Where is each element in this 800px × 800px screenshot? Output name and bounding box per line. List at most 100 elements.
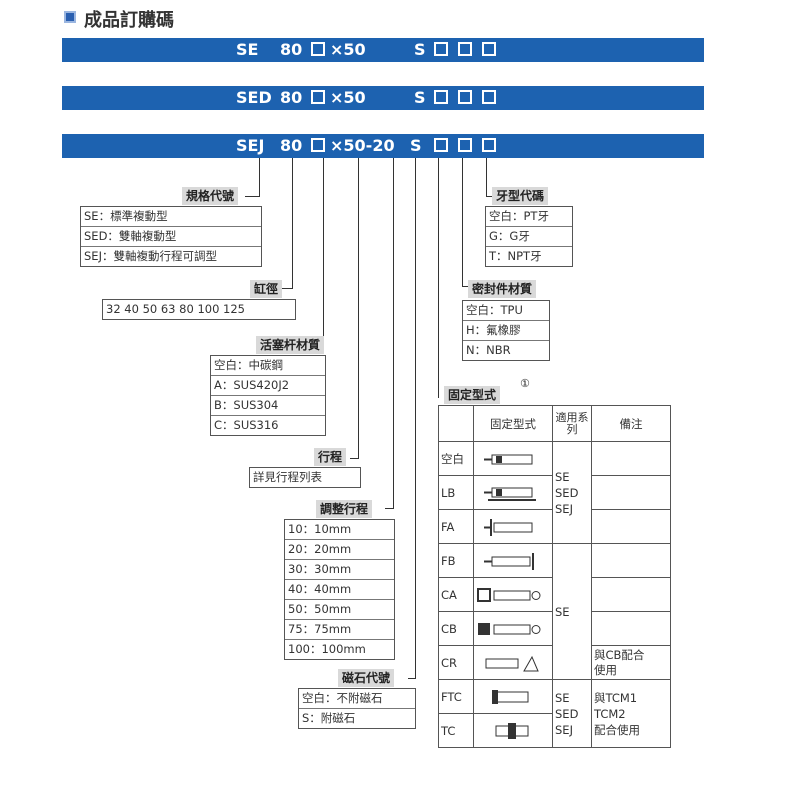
mount-code: FA <box>438 509 474 544</box>
series-text: SEJ <box>555 501 573 516</box>
list-item: 詳見行程列表 <box>253 470 322 484</box>
connector-magnet-h <box>408 678 416 679</box>
list-item: G：G牙 <box>486 227 572 247</box>
code-box <box>458 42 472 56</box>
code-box <box>434 90 448 104</box>
spec-header: 規格代號 <box>182 187 239 205</box>
series-text: SED <box>555 485 579 500</box>
double-clevis-icon <box>473 611 553 646</box>
connector-adjust-h <box>385 508 394 509</box>
remark-text: 與CB配合 <box>594 647 645 662</box>
list-item: T：NPT牙 <box>489 249 542 263</box>
connector-bore-h <box>278 288 293 289</box>
connector-thread-h <box>486 196 492 197</box>
code-box <box>482 42 496 56</box>
bar-model: SEJ <box>236 136 265 155</box>
list-item: SE：標準複動型 <box>81 207 261 227</box>
single-clevis-icon <box>473 577 553 612</box>
order-code-bar-se: SE 80 ×50 S <box>62 38 704 62</box>
foot-mount-icon <box>473 475 553 510</box>
mount-code: TC <box>438 713 474 748</box>
bar-stroke: ×50-20 <box>330 136 395 155</box>
mount-code: FB <box>438 543 474 578</box>
seal-header: 密封件材質 <box>468 280 537 298</box>
mount-table: 固定型式 適用系列 備注 空白 SE SED SEJ LB FA FB S <box>438 405 671 748</box>
bar-bore: 80 <box>280 136 303 155</box>
series-text: SE <box>555 690 570 705</box>
bar-bore: 80 <box>280 40 303 59</box>
mount-code: FTC <box>438 679 474 714</box>
connector-seal <box>462 158 463 286</box>
bar-s: S <box>414 40 426 59</box>
col-type-header: 固定型式 <box>473 405 553 442</box>
bar-stroke: ×50 <box>330 88 366 107</box>
series-text: SE <box>555 469 570 484</box>
clevis-bracket-icon <box>473 645 553 680</box>
magnet-header: 磁石代號 <box>338 669 395 687</box>
rod-header: 活塞杆材質 <box>256 336 325 354</box>
list-item: SED：雙軸複動型 <box>81 227 261 247</box>
stroke-header: 行程 <box>314 448 347 466</box>
mount-code: CA <box>438 577 474 612</box>
magnet-list: 空白：不附磁石 S：附磁石 <box>298 688 416 729</box>
order-code-bar-sej: SEJ 80 ×50-20 S <box>62 134 704 158</box>
rod-list: 空白：中碳鋼 A：SUS420J2 B：SUS304 C：SUS316 <box>210 355 326 436</box>
connector-spec-h <box>245 196 260 197</box>
bore-values: 32 40 50 63 80 100 125 <box>106 302 245 316</box>
adjust-header: 調整行程 <box>316 500 373 518</box>
list-item: SEJ：雙軸複動行程可調型 <box>84 249 217 263</box>
series-group-2: SE <box>552 543 592 680</box>
spec-list: SE：標準複動型 SED：雙軸複動型 SEJ：雙軸複動行程可調型 <box>80 206 262 267</box>
front-flange-icon <box>473 509 553 544</box>
list-item: 100：100mm <box>288 642 366 656</box>
connector-bore <box>292 158 293 288</box>
remark-cr: 與CB配合 使用 <box>591 645 671 680</box>
connector-stroke-h <box>350 458 359 459</box>
list-item: 10：10mm <box>285 520 394 540</box>
code-box <box>311 90 325 104</box>
mount-code: 空白 <box>438 441 474 476</box>
title-square-icon <box>64 11 76 23</box>
stroke-list: 詳見行程列表 <box>249 467 361 488</box>
bar-stroke: ×50 <box>330 40 366 59</box>
bore-list: 32 40 50 63 80 100 125 <box>102 299 296 320</box>
list-item: 30：30mm <box>285 560 394 580</box>
col-remark-header: 備注 <box>591 405 671 442</box>
code-box <box>458 138 472 152</box>
list-item: S：附磁石 <box>302 711 356 725</box>
col-series-header: 適用系列 <box>552 405 592 442</box>
bar-model: SE <box>236 40 259 59</box>
remark-text: 使用 <box>594 662 617 677</box>
center-trunnion-icon <box>473 713 553 748</box>
list-item: 空白：不附磁石 <box>299 689 415 709</box>
bore-header: 缸徑 <box>250 280 283 298</box>
connector-thread <box>486 158 487 196</box>
front-trunnion-icon <box>473 679 553 714</box>
list-item: 50：50mm <box>285 600 394 620</box>
list-item: 40：40mm <box>285 580 394 600</box>
list-item: A：SUS420J2 <box>211 376 325 396</box>
bar-s: S <box>410 136 422 155</box>
series-text: SED <box>555 706 579 721</box>
code-box <box>482 90 496 104</box>
remark-text: 配合使用 <box>594 722 640 737</box>
connector-seal-h <box>462 286 468 287</box>
thread-header: 牙型代碼 <box>492 187 549 205</box>
adjust-list: 10：10mm 20：20mm 30：30mm 40：40mm 50：50mm … <box>284 519 395 660</box>
seal-list: 空白：TPU H：氟橡膠 N：NBR <box>462 300 550 361</box>
connector-rod <box>323 158 324 343</box>
connector-stroke <box>358 158 359 458</box>
code-box <box>434 42 448 56</box>
rear-flange-icon <box>473 543 553 578</box>
mount-code: LB <box>438 475 474 510</box>
list-item: 空白：TPU <box>463 301 549 321</box>
list-item: N：NBR <box>466 343 511 357</box>
bar-bore: 80 <box>280 88 303 107</box>
code-box <box>482 138 496 152</box>
mount-code: CB <box>438 611 474 646</box>
code-box <box>434 138 448 152</box>
mount-header: 固定型式 <box>444 386 501 404</box>
code-box <box>311 42 325 56</box>
connector-spec <box>259 158 260 196</box>
code-box <box>458 90 472 104</box>
